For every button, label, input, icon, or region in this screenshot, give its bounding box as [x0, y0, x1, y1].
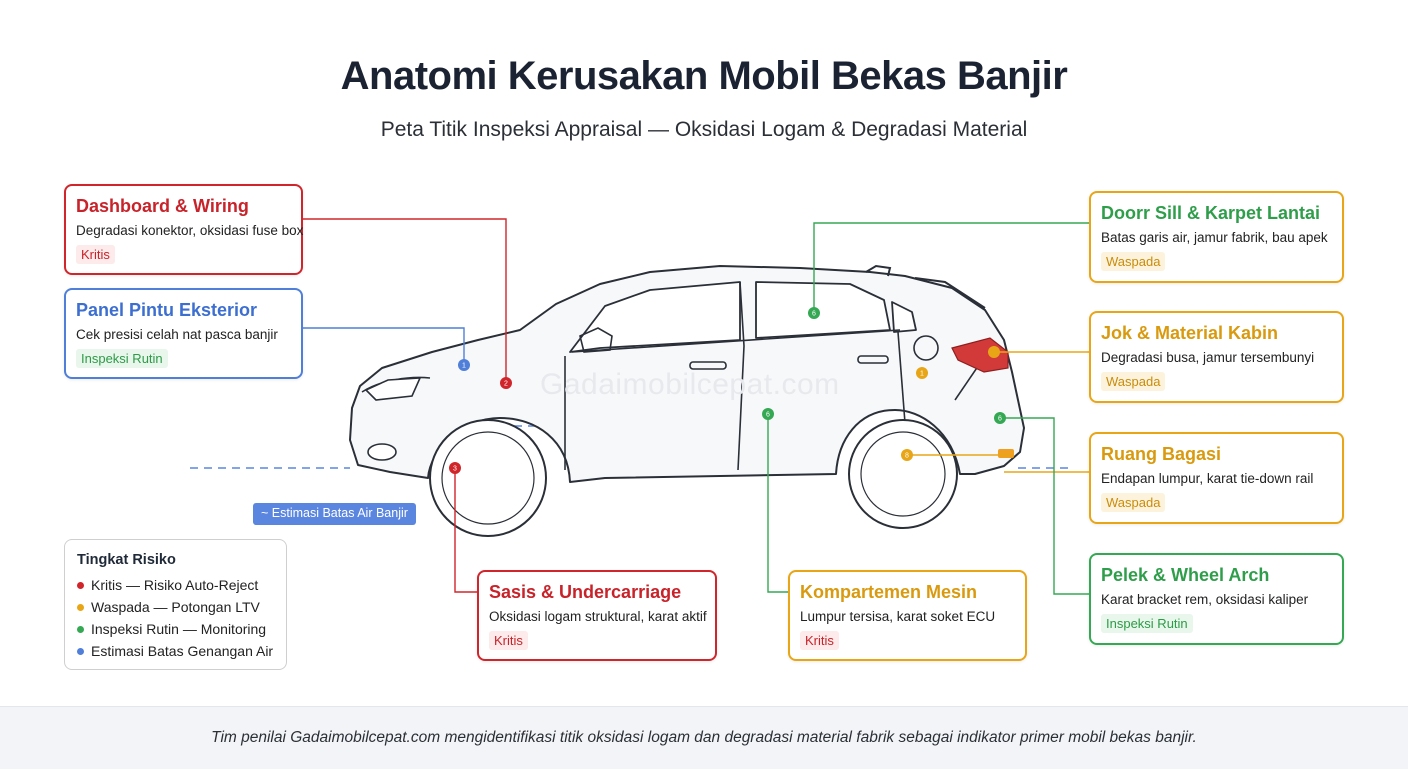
page-title: Anatomi Kerusakan Mobil Bekas Banjir	[340, 54, 1068, 98]
marker-doorsill: 6	[808, 307, 820, 319]
card-title: Sasis & Undercarriage	[489, 582, 682, 602]
svg-text:6: 6	[812, 311, 816, 318]
risk-badge: Inspeksi Rutin	[76, 349, 168, 368]
marker-mesin: 6	[762, 408, 774, 420]
card-title: Ruang Bagasi	[1101, 444, 1222, 464]
legend-dot-icon	[77, 581, 84, 589]
svg-text:1: 1	[462, 363, 466, 370]
marker-jok	[988, 346, 1000, 358]
card-title: Pelek & Wheel Arch	[1101, 565, 1270, 585]
card-title: Doorr Sill & Karpet Lantai	[1101, 203, 1321, 223]
svg-text:1: 1	[920, 371, 924, 378]
risk-badge: Kritis	[489, 631, 528, 650]
risk-badge: Waspada	[1101, 493, 1166, 512]
card-bagasi: Ruang Bagasi Endapan lumpur, karat tie-d…	[1089, 432, 1344, 524]
connector-doorsill	[813, 222, 1090, 313]
legend-dot-icon	[77, 647, 84, 655]
risk-legend: Tingkat Risiko Kritis — Risiko Auto-Reje…	[64, 539, 287, 670]
legend-dot-icon	[77, 625, 84, 633]
card-desc: Endapan lumpur, karat tie-down rail	[1101, 471, 1314, 486]
marker-panel: 1	[458, 359, 470, 371]
risk-badge: Waspada	[1101, 252, 1166, 271]
legend-item: Waspada — Potongan LTV	[77, 596, 274, 618]
card-jok: Jok & Material Kabin Degradasi busa, jam…	[1089, 311, 1344, 403]
marker-bagasi: 8	[901, 449, 913, 461]
marker-sasis: 3	[449, 462, 461, 474]
risk-badge: Waspada	[1101, 372, 1166, 391]
connector-sasis	[454, 468, 478, 593]
svg-text:3: 3	[453, 466, 457, 473]
legend-title: Tingkat Risiko	[77, 552, 176, 568]
card-door-sill: Doorr Sill & Karpet Lantai Batas garis a…	[1089, 191, 1344, 283]
front-lights	[364, 377, 422, 461]
svg-text:8: 8	[905, 453, 909, 460]
card-desc: Batas garis air, jamur fabrik, bau apek	[1101, 230, 1328, 245]
connector-panel	[303, 327, 465, 364]
connectors	[303, 218, 1090, 595]
risk-badge: Kritis	[76, 245, 115, 264]
water-line	[190, 425, 1072, 469]
card-title: Jok & Material Kabin	[1101, 323, 1279, 343]
roof-details	[865, 264, 986, 309]
svg-text:6: 6	[766, 412, 770, 419]
svg-text:2: 2	[504, 381, 508, 388]
card-mesin: Kompartemen Mesin Lumpur tersisa, karat …	[788, 570, 1027, 661]
marker-dashboard: 2	[500, 377, 512, 389]
card-desc: Cek presisi celah nat pasca banjir	[76, 327, 278, 342]
watermark: Gadaimobilcepat.com	[540, 368, 840, 401]
windows	[569, 281, 917, 353]
water-level-label: ~ Estimasi Batas Air Banjir	[253, 503, 416, 525]
card-title: Panel Pintu Eksterior	[76, 300, 258, 320]
legend-dot-icon	[77, 603, 84, 611]
footer-text: Tim penilai Gadaimobilcepat.com mengiden…	[211, 729, 1197, 746]
card-title: Dashboard & Wiring	[76, 196, 249, 216]
page-subtitle: Peta Titik Inspeksi Appraisal — Oksidasi…	[380, 118, 1028, 141]
footer-note: Tim penilai Gadaimobilcepat.com mengiden…	[0, 706, 1408, 769]
car-diagram: 1 2 3 6 6 1 6 8	[190, 218, 1090, 595]
wheels	[429, 419, 958, 537]
risk-badge: Kritis	[800, 631, 839, 650]
card-title: Kompartemen Mesin	[800, 582, 978, 602]
connector-pelek	[1000, 417, 1090, 595]
markers: 1 2 3 6 6 1 6 8	[449, 307, 1006, 474]
card-sasis: Sasis & Undercarriage Oksidasi logam str…	[477, 570, 717, 661]
card-panel-pintu: Panel Pintu Eksterior Cek presisi celah …	[64, 288, 303, 379]
connector-dashboard	[303, 218, 507, 383]
card-pelek: Pelek & Wheel Arch Karat bracket rem, ok…	[1089, 553, 1344, 645]
risk-badge: Inspeksi Rutin	[1101, 614, 1193, 633]
card-dashboard-wiring: Dashboard & Wiring Degradasi konektor, o…	[64, 184, 303, 275]
card-desc: Degradasi konektor, oksidasi fuse box	[76, 223, 304, 238]
card-desc: Oksidasi logam struktural, karat aktif	[489, 609, 707, 624]
legend-item: Estimasi Batas Genangan Air	[77, 640, 274, 662]
legend-item: Kritis — Risiko Auto-Reject	[77, 574, 274, 596]
legend-item: Inspeksi Rutin — Monitoring	[77, 618, 274, 640]
card-desc: Degradasi busa, jamur tersembunyi	[1101, 350, 1315, 365]
card-desc: Karat bracket rem, oksidasi kaliper	[1101, 592, 1309, 607]
card-desc: Lumpur tersisa, karat soket ECU	[800, 609, 996, 624]
marker-pelek: 6	[994, 412, 1006, 424]
connector-mesin	[767, 414, 788, 593]
svg-text:6: 6	[998, 416, 1002, 423]
marker-cabin: 1	[916, 367, 928, 379]
